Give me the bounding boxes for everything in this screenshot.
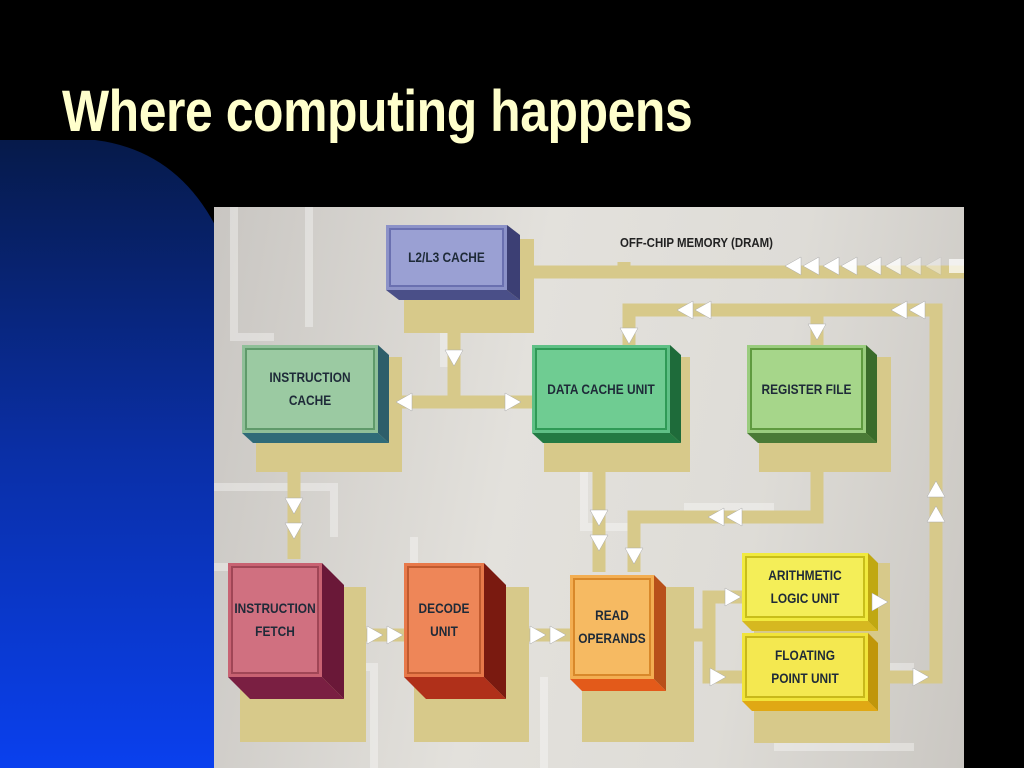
dram-label: OFF-CHIP MEMORY (DRAM) <box>620 235 773 250</box>
decode-unit-block <box>404 563 529 742</box>
instruction-fetch-label: INSTRUCTION FETCH <box>234 600 316 639</box>
l2l3-cache-label: L2/L3 CACHE <box>408 249 485 265</box>
slide-title: Where computing happens <box>62 79 693 144</box>
register-file-block <box>747 345 891 472</box>
data-cache-label: DATA CACHE UNIT <box>547 380 655 397</box>
instruction-cache-block <box>242 345 402 472</box>
instruction-cache-label: INSTRUCTION CACHE <box>269 369 351 408</box>
dram-chevrons <box>784 256 964 276</box>
decode-unit-label: DECODE UNIT <box>418 600 470 639</box>
l2l3-cache-block <box>386 225 534 333</box>
diagram-graphics <box>214 207 964 768</box>
cpu-pipeline-diagram: OFF-CHIP MEMORY (DRAM) L2/L3 CACHE INSTR… <box>214 207 964 768</box>
data-cache-block <box>532 345 690 472</box>
instruction-fetch-block <box>228 563 366 742</box>
alu-label: ARITHMETIC LOGIC UNIT <box>768 567 842 606</box>
register-file-label: REGISTER FILE <box>761 380 852 397</box>
read-operands-label: READ OPERANDS <box>578 607 646 646</box>
read-operands-block <box>570 575 694 742</box>
fpu-block <box>742 633 890 743</box>
fpu-label: FLOATING POINT UNIT <box>771 647 839 686</box>
